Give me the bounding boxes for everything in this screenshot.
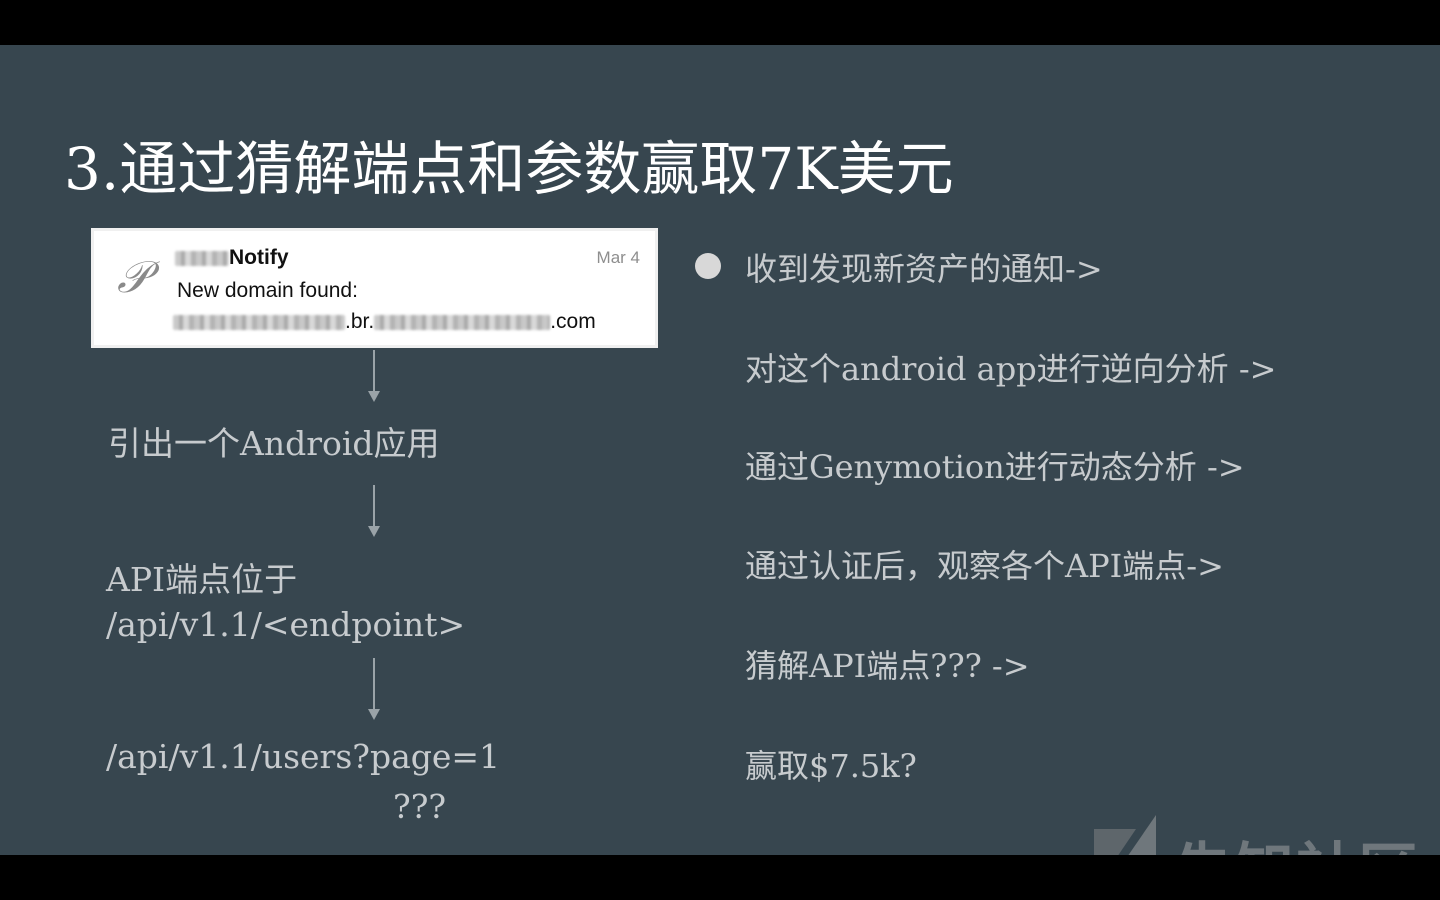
flow-arrow-1 <box>367 350 381 402</box>
notification-date: Mar 4 <box>596 248 640 267</box>
sender-name: Notify <box>229 246 289 269</box>
domain-middle: .br. <box>345 310 375 333</box>
flow-step-users-endpoint: /api/v1.1/users?page=1 <box>106 737 501 776</box>
step-1: 收到发现新资产的通知-> <box>745 250 1103 288</box>
redacted-sender <box>175 251 229 266</box>
flow-step-api-location: API端点位于 <box>106 560 298 599</box>
watermark-text: 先知社区 <box>1172 823 1420 855</box>
domain-end: .com <box>550 310 596 333</box>
flow-step-api-path: /api/v1.1/<endpoint> <box>106 605 466 644</box>
flow-step-android-app: 引出一个Android应用 <box>108 424 440 463</box>
redacted-domain <box>374 315 551 330</box>
step-5: 猜解API端点??? -> <box>745 647 1030 685</box>
slide: 3.通过猜解端点和参数赢取7K美元 𝒫 Notify Mar 4 New dom… <box>0 45 1440 855</box>
step-6: 赢取$7.5k? <box>745 747 917 785</box>
step-4: 通过认证后，观察各个API端点-> <box>745 547 1224 585</box>
watermark-logo-icon <box>1094 815 1156 855</box>
app-logo-icon: 𝒫 <box>117 252 149 303</box>
flow-arrow-2 <box>367 485 381 537</box>
bullet-dot <box>695 253 721 279</box>
flow-step-question: ??? <box>393 787 447 826</box>
slide-title: 3.通过猜解端点和参数赢取7K美元 <box>64 135 954 203</box>
redacted-subdomain <box>173 315 345 330</box>
notification-domain: .br. .com <box>173 310 596 334</box>
flow-arrow-3 <box>367 658 381 720</box>
step-3: 通过Genymotion进行动态分析 -> <box>745 448 1245 486</box>
notification-sender: Notify <box>175 246 289 270</box>
notification-message: New domain found: <box>177 279 358 302</box>
notification-card: 𝒫 Notify Mar 4 New domain found: .br. .co… <box>91 228 658 348</box>
step-2: 对这个android app进行逆向分析 -> <box>745 350 1277 388</box>
